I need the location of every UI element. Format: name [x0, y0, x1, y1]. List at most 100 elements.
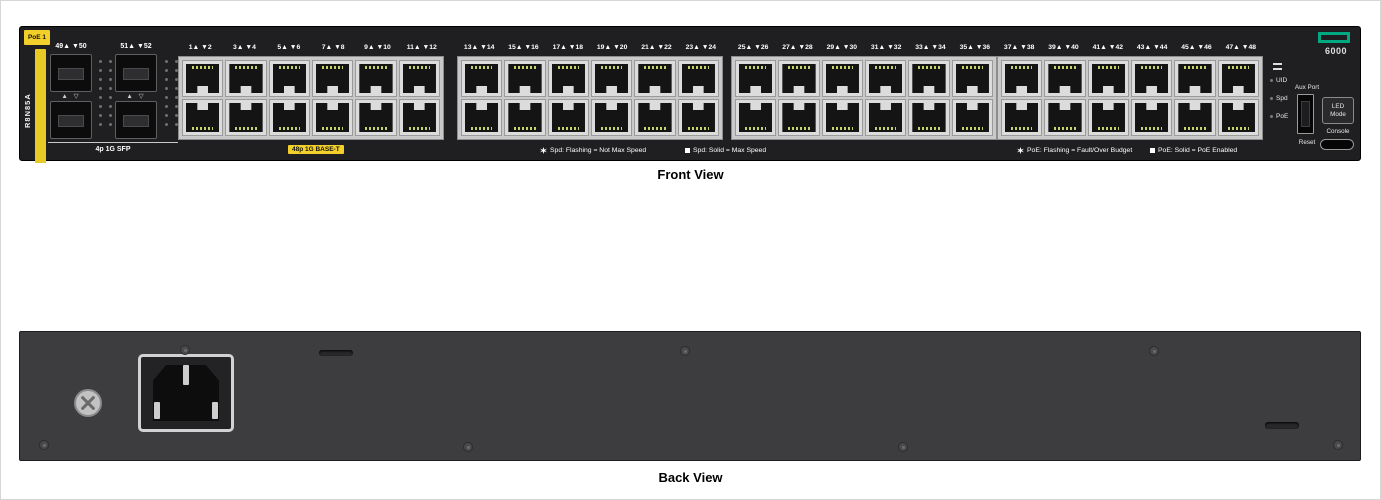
rj45-port — [864, 99, 907, 136]
port-pair-label: 45▲ ▼46 — [1181, 44, 1212, 51]
led-dot — [109, 96, 112, 99]
port-pair-label: 15▲ ▼16 — [508, 44, 539, 51]
port-group-panel — [997, 56, 1263, 140]
chassis-screw-icon — [463, 442, 473, 452]
global-status-icon — [1273, 63, 1282, 70]
rj45-port — [778, 99, 820, 136]
port-row — [182, 60, 440, 97]
sfp-led-strip — [165, 60, 178, 126]
sfp-port-label-49-50: 49▲ ▼50 — [55, 43, 87, 50]
rj45-port — [634, 60, 676, 97]
led-dot — [175, 123, 178, 126]
rj45-port — [225, 60, 267, 97]
port-row — [461, 60, 719, 97]
rj45-port — [311, 60, 354, 97]
flashing-led-icon — [540, 147, 547, 154]
indicator-label: PoE — [1276, 113, 1289, 120]
rj45-port — [547, 60, 589, 97]
front-view-caption: Front View — [657, 167, 724, 182]
led-dot — [99, 96, 102, 99]
port-pair-label: 21▲ ▼22 — [641, 44, 672, 51]
chassis-screw-icon — [898, 442, 908, 452]
rj45-port — [778, 60, 820, 97]
sfp-orientation-arrows-icon: ▲ ▽ — [61, 93, 81, 100]
rj45-port — [504, 60, 546, 97]
indicator-poe: PoE — [1270, 113, 1288, 120]
sfp-port-label-51-52: 51▲ ▼52 — [120, 43, 152, 50]
rj45-port — [268, 60, 310, 97]
led-dot — [165, 60, 168, 63]
led-dot — [165, 123, 168, 126]
rj45-port — [1217, 99, 1259, 136]
rj45-port — [821, 99, 863, 136]
port-pair-label: 35▲ ▼36 — [959, 44, 991, 51]
rj45-port — [1044, 60, 1086, 97]
led-dot — [109, 78, 112, 81]
port-group-panel — [731, 56, 997, 140]
rj45-port — [547, 99, 589, 136]
sfp-group-caption: 4p 1G SFP — [95, 146, 131, 153]
rj45-port — [225, 99, 267, 136]
rj45-port — [311, 99, 354, 136]
led-dot — [109, 60, 112, 63]
rj45-port — [634, 99, 676, 136]
port-pair-label: 25▲ ▼26 — [737, 44, 769, 51]
led-dot — [175, 114, 178, 117]
rj45-port — [461, 99, 503, 136]
sfp-led-strip — [99, 60, 112, 126]
chassis-screw-icon — [39, 440, 49, 450]
led-dot — [165, 105, 168, 108]
model-number-label: R8N85A — [23, 93, 32, 129]
rj45-port — [735, 60, 777, 97]
port-row — [1001, 99, 1259, 136]
port-pair-label: 11▲ ▼12 — [406, 44, 437, 51]
switch-front-panel: PoE 1 R8N85A 49▲ ▼50 51▲ ▼52 ▲ ▽ ▲ ▽ 4p … — [19, 26, 1361, 163]
led-dot — [99, 60, 102, 63]
legend-text: Spd: Solid = Max Speed — [693, 147, 767, 154]
indicator-spd: Spd — [1270, 95, 1288, 102]
rj45-port — [951, 60, 993, 97]
led-dot — [99, 69, 102, 72]
chassis-screw-icon — [1149, 346, 1159, 356]
legend-text: Spd: Flashing = Not Max Speed — [550, 147, 647, 154]
reset-label: Reset — [1298, 139, 1316, 146]
led-dot — [99, 123, 102, 126]
poe-badge: PoE 1 — [24, 30, 50, 45]
port-pair-label: 47▲ ▼48 — [1225, 44, 1257, 51]
led-dot — [99, 105, 102, 108]
led-dot — [175, 96, 178, 99]
port-pair-label: 29▲ ▼30 — [826, 44, 858, 51]
inlet-pin — [154, 402, 160, 419]
led-dot — [109, 69, 112, 72]
port-group-panel — [178, 56, 444, 140]
rj45-port — [864, 60, 907, 97]
port-pair-label: 5▲ ▼6 — [277, 44, 301, 51]
chassis-screw-icon — [680, 346, 690, 356]
port-pair-label: 37▲ ▼38 — [1003, 44, 1035, 51]
rj45-port — [590, 60, 633, 97]
rj45-port — [1174, 60, 1216, 97]
led-dot — [99, 114, 102, 117]
switch-back-panel — [19, 331, 1361, 461]
solid-led-icon — [1150, 148, 1155, 153]
inlet-pin — [212, 402, 218, 419]
port-pair-label: 43▲ ▼44 — [1136, 44, 1168, 51]
sfp-cage-2: ▲ ▽ — [114, 54, 158, 140]
series-number: 6000 — [1324, 46, 1348, 56]
rj45-port — [1087, 99, 1129, 136]
sfp-port — [115, 54, 157, 92]
sfp-port — [50, 101, 92, 139]
rj45-port — [398, 60, 440, 97]
indicator-uid: UID — [1270, 77, 1287, 84]
led-dot — [109, 87, 112, 90]
indicator-led-icon — [1270, 97, 1273, 100]
led-dot — [109, 114, 112, 117]
rj45-port — [677, 99, 719, 136]
chassis-screw-icon — [180, 345, 190, 355]
sfp-orientation-arrows-icon: ▲ ▽ — [126, 93, 146, 100]
